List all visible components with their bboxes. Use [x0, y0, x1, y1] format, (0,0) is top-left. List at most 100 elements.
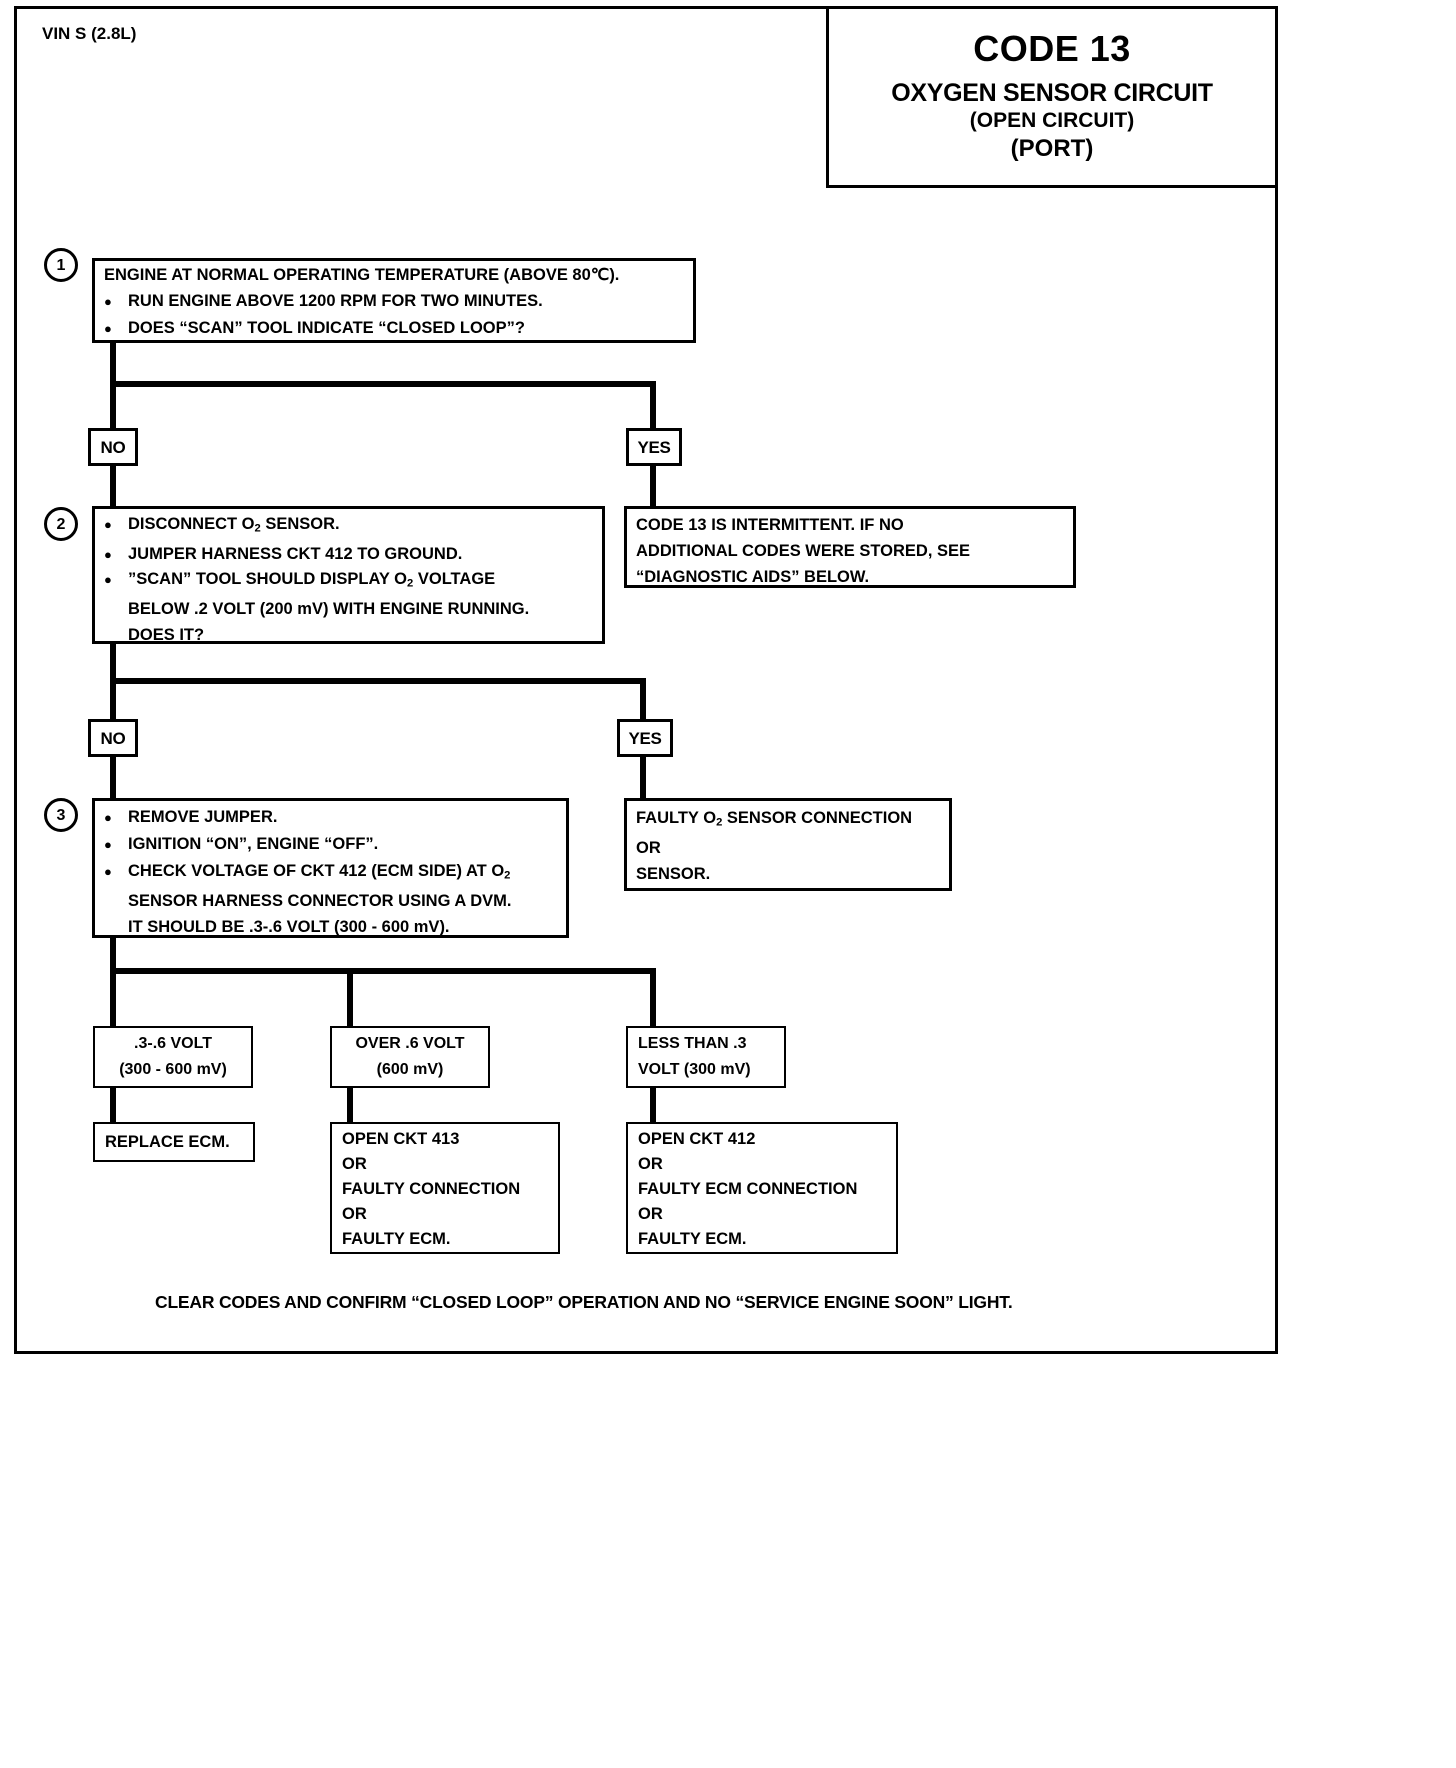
- step-2-line-1: DISCONNECT O2 SENSOR.: [104, 512, 604, 542]
- outcome-intermittent-text: CODE 13 IS INTERMITTENT. IF NO ADDITIONA…: [636, 512, 1076, 590]
- step-2-line-5: DOES IT?: [128, 625, 205, 644]
- connector-step1-no-down: [110, 381, 116, 431]
- volt-over-line-2: (600 mV): [376, 1061, 444, 1078]
- result-volt-over-text: OVER .6 VOLT (600 mV): [330, 1031, 490, 1083]
- title-code: CODE 13: [973, 28, 1131, 69]
- faulty-sensor-line-1: FAULTY O2 SENSOR CONNECTION: [636, 809, 913, 829]
- outcome-intermittent-box: [624, 506, 1076, 588]
- connector-step2-no-down: [110, 678, 116, 722]
- connector-step1-horizontal: [110, 381, 656, 387]
- volt-normal-line-2: (300 - 600 mV): [119, 1061, 227, 1078]
- tag-step2-no: NO: [88, 719, 138, 757]
- connector-normal-to-replace: [110, 1088, 116, 1124]
- open-412-line-5: FAULTY ECM.: [638, 1230, 747, 1248]
- connector-yes-to-faulty-sensor: [640, 755, 646, 800]
- bullet-icon: [104, 542, 128, 568]
- step-1-line-2: RUN ENGINE ABOVE 1200 RPM FOR TWO MINUTE…: [104, 288, 696, 315]
- open-412-line-2: OR: [638, 1155, 663, 1173]
- open-413-line-3: FAULTY CONNECTION: [342, 1180, 521, 1198]
- replace-ecm-line-1: REPLACE ECM.: [105, 1133, 230, 1151]
- bullet-icon: [104, 512, 128, 538]
- step-3-text: REMOVE JUMPER. IGNITION “ON”, ENGINE “OF…: [104, 804, 569, 940]
- connector-step1-yes-down: [650, 381, 656, 431]
- title-main: OXYGEN SENSOR CIRCUIT: [891, 79, 1213, 107]
- title-subtitle-2: (PORT): [1010, 135, 1094, 162]
- tag-step2-yes: YES: [617, 719, 673, 757]
- step-2-line-2: JUMPER HARNESS CKT 412 TO GROUND.: [104, 542, 604, 568]
- outcome-faulty-sensor-text: FAULTY O2 SENSOR CONNECTION OR SENSOR.: [636, 805, 952, 887]
- connector-step2-yes-down: [640, 678, 646, 722]
- open-413-line-1: OPEN CKT 413: [342, 1130, 460, 1148]
- step-1-box: [92, 258, 696, 343]
- volt-less-line-2: VOLT (300 mV): [638, 1061, 751, 1078]
- title-block: CODE 13 OXYGEN SENSOR CIRCUIT (OPEN CIRC…: [826, 6, 1278, 188]
- open-413-line-5: FAULTY ECM.: [342, 1230, 451, 1248]
- step-number-1: 1: [44, 248, 78, 282]
- step-2-text: DISCONNECT O2 SENSOR. JUMPER HARNESS CKT…: [104, 512, 604, 648]
- connector-over-to-open413: [347, 1088, 353, 1124]
- open-412-line-1: OPEN CKT 412: [638, 1130, 756, 1148]
- connector-step2-down: [110, 644, 116, 684]
- action-replace-ecm-text: REPLACE ECM.: [105, 1127, 255, 1157]
- intermittent-line-2: ADDITIONAL CODES WERE STORED, SEE: [636, 542, 971, 560]
- step-1-line-3: DOES “SCAN” TOOL INDICATE “CLOSED LOOP”?: [104, 315, 696, 342]
- action-open-412-text: OPEN CKT 412 OR FAULTY ECM CONNECTION OR…: [638, 1127, 898, 1252]
- result-volt-less-box: [626, 1026, 786, 1088]
- connector-no-to-step2: [110, 464, 116, 508]
- result-volt-less-text: LESS THAN .3 VOLT (300 mV): [638, 1031, 788, 1083]
- tag-step1-no: NO: [88, 428, 138, 466]
- action-open-413-text: OPEN CKT 413 OR FAULTY CONNECTION OR FAU…: [342, 1127, 560, 1252]
- connector-step2-horizontal: [110, 678, 646, 684]
- connector-branch-normal: [110, 968, 116, 1028]
- step-number-2: 2: [44, 507, 78, 541]
- connector-less-to-open412: [650, 1088, 656, 1124]
- volt-less-line-1: LESS THAN .3: [638, 1035, 747, 1052]
- connector-yes-to-intermittent: [650, 464, 656, 508]
- title-subtitle: (OPEN CIRCUIT): [969, 109, 1135, 132]
- vin-label: VIN S (2.8L): [42, 24, 137, 43]
- connector-step3-horizontal: [110, 968, 656, 974]
- step-3-line-2: IGNITION “ON”, ENGINE “OFF”.: [104, 831, 569, 858]
- step-2-box: [92, 506, 605, 644]
- bullet-icon: [104, 288, 128, 315]
- step-3-line-4: SENSOR HARNESS CONNECTOR USING A DVM.: [128, 892, 512, 911]
- open-413-line-2: OR: [342, 1155, 367, 1173]
- connector-branch-less: [650, 968, 656, 1028]
- step-3-line-1: REMOVE JUMPER.: [104, 804, 569, 831]
- outcome-faulty-sensor-box: [624, 798, 952, 891]
- action-replace-ecm-box: [93, 1122, 255, 1162]
- bullet-icon: [104, 858, 128, 885]
- faulty-sensor-line-3: SENSOR.: [636, 865, 711, 884]
- bullet-icon: [104, 804, 128, 831]
- bullet-icon: [104, 831, 128, 858]
- step-number-3: 3: [44, 798, 78, 832]
- bullet-icon: [104, 315, 128, 342]
- step-1-text: ENGINE AT NORMAL OPERATING TEMPERATURE (…: [104, 262, 696, 342]
- step-2-line-3: ”SCAN” TOOL SHOULD DISPLAY O2 VOLTAGE: [104, 567, 604, 597]
- connector-step3-down: [110, 938, 116, 974]
- bullet-icon: [104, 567, 128, 593]
- page-border: [14, 6, 1278, 1354]
- open-412-line-3: FAULTY ECM CONNECTION: [638, 1180, 858, 1198]
- action-open-413-box: [330, 1122, 560, 1254]
- tag-step1-yes: YES: [626, 428, 682, 466]
- connector-branch-over: [347, 968, 353, 1028]
- result-volt-normal-text: .3-.6 VOLT (300 - 600 mV): [93, 1031, 253, 1083]
- open-413-line-4: OR: [342, 1205, 367, 1223]
- step-2-line-4: BELOW .2 VOLT (200 mV) WITH ENGINE RUNNI…: [128, 600, 530, 619]
- footer-note: CLEAR CODES AND CONFIRM “CLOSED LOOP” OP…: [155, 1292, 1013, 1312]
- step-3-line-3: CHECK VOLTAGE OF CKT 412 (ECM SIDE) AT O…: [104, 858, 569, 888]
- step-3-box: [92, 798, 569, 938]
- faulty-sensor-line-2: OR: [636, 839, 661, 858]
- volt-over-line-1: OVER .6 VOLT: [355, 1035, 465, 1052]
- result-volt-over-box: [330, 1026, 490, 1088]
- connector-step1-down: [110, 343, 116, 386]
- step-1-line-1: ENGINE AT NORMAL OPERATING TEMPERATURE (…: [104, 266, 620, 284]
- open-412-line-4: OR: [638, 1205, 663, 1223]
- connector-no-to-step3: [110, 755, 116, 800]
- volt-normal-line-1: .3-.6 VOLT: [134, 1035, 212, 1052]
- result-volt-normal-box: [93, 1026, 253, 1088]
- action-open-412-box: [626, 1122, 898, 1254]
- intermittent-line-3: “DIAGNOSTIC AIDS” BELOW.: [636, 568, 870, 586]
